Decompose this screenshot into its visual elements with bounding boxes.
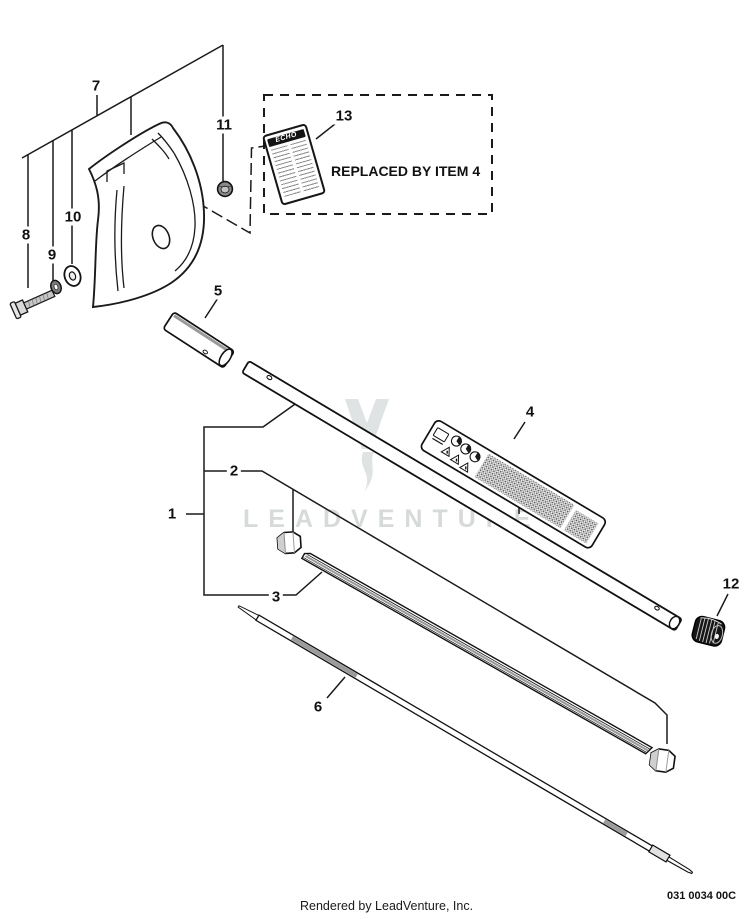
leader-6 — [326, 676, 346, 699]
callout-6[interactable]: 6 — [310, 698, 326, 716]
washer-part-9 — [50, 279, 62, 295]
diagram-number: 031 0034 00C — [667, 890, 737, 902]
echo-label-fine-print — [271, 139, 320, 198]
main-shaft-tube-part-1 — [242, 361, 682, 631]
callout-11[interactable]: 11 — [213, 116, 235, 134]
shield-oval-hole — [151, 224, 171, 250]
callout-7[interactable]: 7 — [88, 77, 104, 95]
washer-part-10 — [63, 265, 82, 287]
callout-9[interactable]: 9 — [44, 246, 60, 264]
knurled-plug-part-12 — [691, 615, 726, 647]
callout-5[interactable]: 5 — [210, 282, 226, 300]
leader-13 — [315, 123, 336, 140]
replaced-by-item-note: REPLACED BY ITEM 4 — [329, 163, 483, 179]
flex-driveshaft-part-6 — [237, 605, 694, 875]
callout-13[interactable]: 13 — [332, 107, 356, 125]
callout-2[interactable]: 2 — [226, 462, 242, 480]
callout-12[interactable]: 12 — [719, 575, 743, 593]
rendered-by-credit: Rendered by LeadVenture, Inc. — [300, 899, 474, 913]
callout-10[interactable]: 10 — [61, 208, 85, 226]
callout-3[interactable]: 3 — [268, 588, 284, 606]
callout-leader-lines — [21, 44, 729, 744]
callout-4[interactable]: 4 — [522, 403, 538, 421]
shield-part-7 — [87, 121, 205, 309]
warning-decal-part-4 — [420, 420, 607, 549]
callout-1[interactable]: 1 — [164, 505, 180, 523]
liner-tube-part-3 — [300, 552, 654, 755]
leadventure-flame-watermark — [345, 399, 389, 492]
leader-5 — [204, 297, 219, 319]
leader-bracket-1-3 — [186, 401, 323, 596]
replacement-dashed-box — [263, 94, 493, 215]
sleeve-part-5 — [163, 312, 235, 368]
leader-12 — [716, 593, 729, 617]
callout-8[interactable]: 8 — [18, 226, 34, 244]
nut-part-11 — [216, 180, 234, 198]
leader-shield-hardware — [21, 44, 224, 288]
bolt-part-8 — [9, 289, 56, 320]
liner-cap-right-part-2 — [648, 748, 676, 773]
liner-cap-left-part-2 — [276, 531, 302, 555]
leader-2 — [204, 470, 668, 744]
